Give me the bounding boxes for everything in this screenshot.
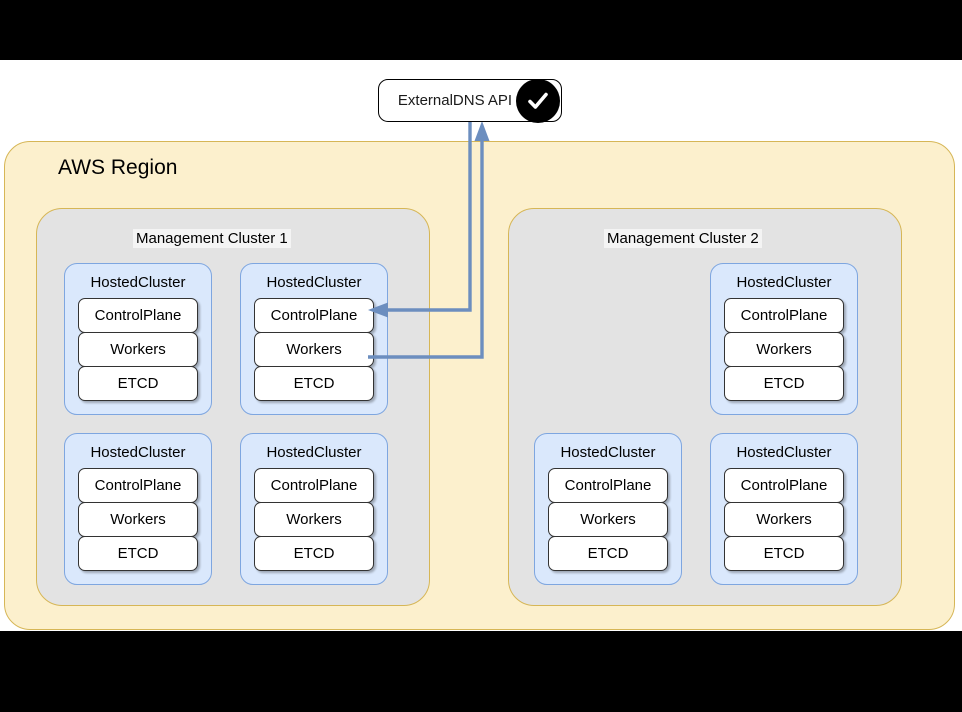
component-etcd[interactable]: ETCD [78,536,198,571]
component-workers[interactable]: Workers [78,502,198,537]
management-cluster-2-label: Management Cluster 2 [604,229,762,248]
component-etcd[interactable]: ETCD [724,366,844,401]
component-controlplane[interactable]: ControlPlane [548,468,668,503]
hosted-cluster-card[interactable]: HostedCluster ControlPlane Workers ETCD [64,433,212,585]
hosted-cluster-label: HostedCluster [266,444,362,461]
hosted-cluster-label: HostedCluster [90,274,186,291]
hosted-cluster-components: ControlPlane Workers ETCD [78,468,198,571]
hosted-cluster-components: ControlPlane Workers ETCD [78,298,198,401]
component-controlplane[interactable]: ControlPlane [724,468,844,503]
management-cluster-1-label: Management Cluster 1 [133,229,291,248]
component-controlplane[interactable]: ControlPlane [78,298,198,333]
hosted-cluster-components: ControlPlane Workers ETCD [254,298,374,401]
component-controlplane[interactable]: ControlPlane [724,298,844,333]
component-workers[interactable]: Workers [254,332,374,367]
component-workers[interactable]: Workers [78,332,198,367]
component-etcd[interactable]: ETCD [724,536,844,571]
component-workers[interactable]: Workers [548,502,668,537]
hosted-cluster-label: HostedCluster [736,444,832,461]
hosted-cluster-card[interactable]: HostedCluster ControlPlane Workers ETCD [710,263,858,415]
component-etcd[interactable]: ETCD [548,536,668,571]
hosted-cluster-label: HostedCluster [266,274,362,291]
hosted-cluster-components: ControlPlane Workers ETCD [724,468,844,571]
hosted-cluster-card[interactable]: HostedCluster ControlPlane Workers ETCD [534,433,682,585]
hosted-cluster-card[interactable]: HostedCluster ControlPlane Workers ETCD [64,263,212,415]
component-workers[interactable]: Workers [724,502,844,537]
component-etcd[interactable]: ETCD [254,366,374,401]
component-workers[interactable]: Workers [254,502,374,537]
aws-region-label: AWS Region [58,156,178,179]
component-controlplane[interactable]: ControlPlane [254,468,374,503]
hosted-cluster-components: ControlPlane Workers ETCD [724,298,844,401]
hosted-cluster-label: HostedCluster [736,274,832,291]
hosted-cluster-card[interactable]: HostedCluster ControlPlane Workers ETCD [240,433,388,585]
hosted-cluster-card[interactable]: HostedCluster ControlPlane Workers ETCD [240,263,388,415]
hosted-cluster-card[interactable]: HostedCluster ControlPlane Workers ETCD [710,433,858,585]
component-etcd[interactable]: ETCD [254,536,374,571]
component-controlplane[interactable]: ControlPlane [254,298,374,333]
hosted-cluster-label: HostedCluster [560,444,656,461]
component-workers[interactable]: Workers [724,332,844,367]
component-etcd[interactable]: ETCD [78,366,198,401]
hosted-cluster-label: HostedCluster [90,444,186,461]
component-controlplane[interactable]: ControlPlane [78,468,198,503]
check-circle-icon [516,79,560,123]
hosted-cluster-components: ControlPlane Workers ETCD [254,468,374,571]
externaldns-api-label: ExternalDNS API [397,92,513,109]
hosted-cluster-components: ControlPlane Workers ETCD [548,468,668,571]
